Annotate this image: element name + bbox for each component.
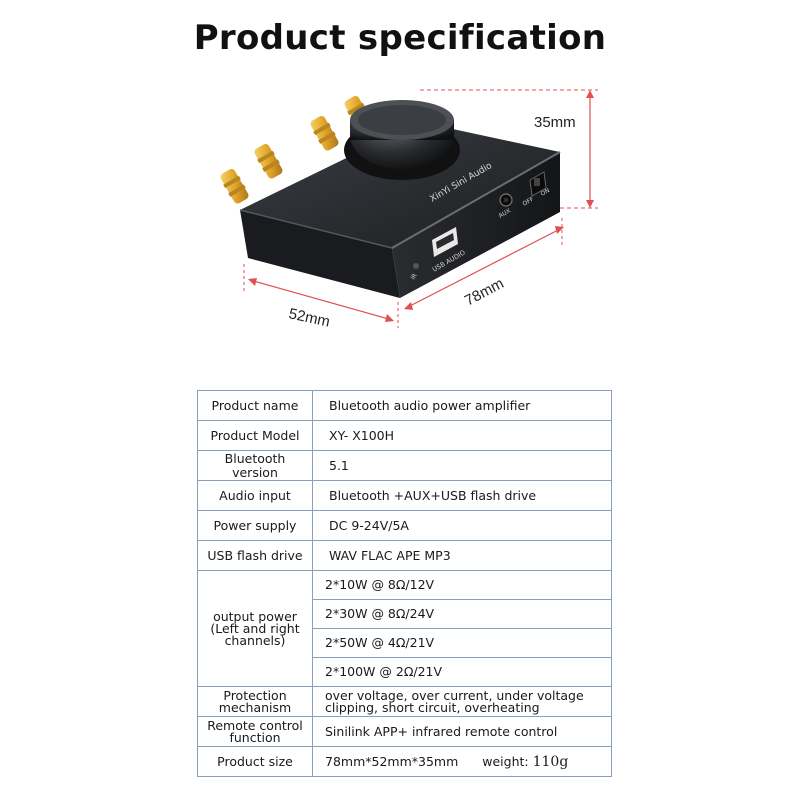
spec-label-line: channels) [224,632,286,648]
spec-value-protection: over voltage, over current, under voltag… [312,686,612,717]
spec-value-line: over voltage, over current, under voltag… [325,687,584,703]
dimension-width-label: 52mm [287,305,331,330]
table-row: Power supply DC 9-24V/5A [197,510,612,541]
table-row: 2*50W @ 4Ω/21V [198,628,612,658]
product-photo: XinYi Sini Audio USB AUDIO AUX OFF ON IR… [220,89,598,331]
spec-label-protection: Protection mechanism [197,686,313,717]
table-row: USB flash drive WAV FLAC APE MP3 [197,540,612,571]
spec-label: Power supply [197,510,313,541]
table-row: Bluetooth version 5.1 [197,450,612,481]
spec-label-line: function [229,729,281,745]
spec-label: Audio input [197,480,313,511]
spec-value: 2*10W @ 8Ω/12V [312,570,612,600]
spec-value: Bluetooth audio power amplifier [312,390,612,421]
spec-label-output-power: output power (Left and right channels) [197,570,313,687]
aux-jack-icon [499,193,513,207]
spec-value-line: clipping, short circuit, overheating [325,699,540,715]
spec-label-line: (Left and right [210,620,300,636]
table-row: Product size 78mm*52mm*35mm weight: 110g [197,746,612,777]
ir-sensor-icon [413,263,419,269]
spec-value: 2*50W @ 4Ω/21V [312,628,612,658]
spec-label: Bluetooth version [197,450,313,481]
spec-value: 2*30W @ 8Ω/24V [312,599,612,629]
spec-value: Sinilink APP+ infrared remote control [312,716,612,747]
table-row: Audio input Bluetooth +AUX+USB flash dri… [197,480,612,511]
spec-label: Product size [197,746,313,777]
on-label: ON [540,187,551,198]
spec-value: 5.1 [312,450,612,481]
spec-label-line: mechanism [218,699,292,715]
table-row: Remote control function Sinilink APP+ in… [197,716,612,747]
dimension-width [243,264,399,328]
weight-value: 110g [532,753,569,770]
spec-label-line: Remote control [207,717,303,733]
table-row: 2*30W @ 8Ω/24V [198,599,612,629]
spec-label-line: Protection [223,687,287,703]
spec-value-size: 78mm*52mm*35mm weight: 110g [312,746,612,777]
spec-value: DC 9-24V/5A [312,510,612,541]
dimension-length [404,218,564,310]
page-title: Product specification [193,18,607,58]
spec-label-line: output power [213,608,297,624]
size-value: 78mm*52mm*35mm [325,753,459,769]
spec-label: USB flash drive [197,540,313,571]
dimension-height [420,89,598,209]
ir-label: IR [410,272,419,281]
spec-label: Product Model [197,420,313,451]
spec-value: 2*100W @ 2Ω/21V [312,657,612,687]
table-row: Product name Bluetooth audio power ampli… [197,390,612,421]
power-switch-icon [529,171,547,197]
table-row: Product Model XY- X100H [197,420,612,451]
table-row: output power (Left and right channels) 2… [197,570,612,687]
table-row: 2*100W @ 2Ω/21V [198,657,612,687]
spec-label-remote: Remote control function [197,716,313,747]
table-row: Protection mechanism over voltage, over … [197,686,612,717]
spec-label: Product name [197,390,313,421]
usb-port [432,227,458,257]
spec-value: Bluetooth +AUX+USB flash drive [312,480,612,511]
dimension-length-label: 78mm [462,275,507,310]
weight-label: weight: [482,753,529,769]
spec-table: Product name Bluetooth audio power ampli… [197,390,612,777]
dimension-height-label: 35mm [534,114,576,131]
spec-value: XY- X100H [312,420,612,451]
volume-knob-icon [344,100,460,180]
amplifier-body [239,122,561,298]
spec-value: WAV FLAC APE MP3 [312,540,612,571]
